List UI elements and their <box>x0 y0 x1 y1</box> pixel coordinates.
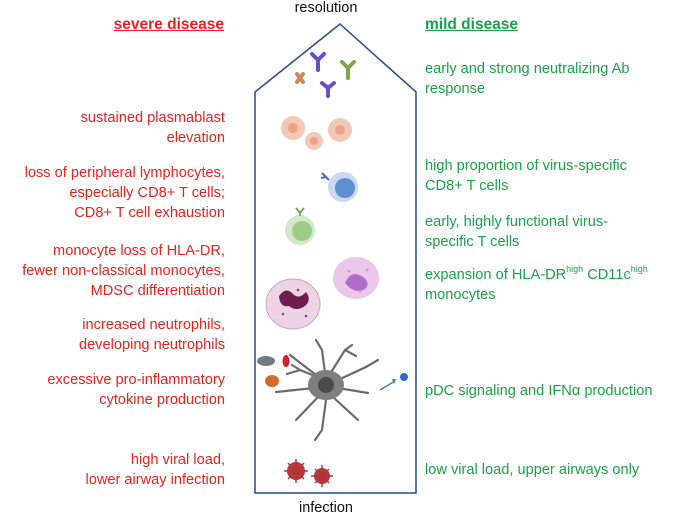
severe-item-lymphocytes: loss of peripheral lymphocytes, especial… <box>25 163 225 223</box>
cd8-t-cell <box>320 172 358 202</box>
mild-line: early, highly functional virus- <box>425 214 609 230</box>
superscript: high <box>566 264 584 275</box>
severe-line: sustained plasmablast <box>80 110 225 126</box>
severe-line: monocyte loss of HLA-DR, <box>53 243 225 259</box>
mild-text: CD11c <box>583 267 631 283</box>
mild-line: response <box>425 81 486 97</box>
mild-line: pDC signaling and IFNα production <box>425 383 653 399</box>
severe-line: especially CD8+ T cells; <box>69 185 225 201</box>
neutrophil-cell <box>265 278 321 330</box>
severe-line: fewer non-classical monocytes, <box>22 263 225 279</box>
mild-line: CD8+ T cells <box>425 178 509 194</box>
pdc-nucleus <box>318 377 334 393</box>
severe-line: high viral load, <box>130 452 225 468</box>
plasmablast-cells <box>281 116 352 150</box>
monocyte-cell <box>333 257 379 299</box>
severe-line: loss of peripheral lymphocytes, <box>24 165 225 181</box>
mild-item-antibody: early and strong neutralizing Ab respons… <box>425 59 629 99</box>
severe-item-plasmablast: sustained plasmablast elevation <box>81 108 225 148</box>
superscript: high <box>630 264 648 275</box>
severe-line: CD8+ T cell exhaustion <box>74 205 225 221</box>
mild-item-monocytes: expansion of HLA-DRhigh CD11chigh monocy… <box>425 265 648 305</box>
severe-item-neutrophils: increased neutrophils, developing neutro… <box>79 315 225 355</box>
severe-item-cytokines: excessive pro-inflammatory cytokine prod… <box>47 370 225 410</box>
mild-line: high proportion of virus-specific <box>425 158 627 174</box>
severe-line: increased neutrophils, <box>82 317 225 333</box>
severe-item-monocytes: monocyte loss of HLA-DR, fewer non-class… <box>22 241 225 301</box>
severe-line: cytokine production <box>99 392 225 408</box>
severe-disease-header: severe disease <box>113 16 224 33</box>
axis-top-label: resolution <box>294 0 358 16</box>
mild-item-t-cells: early, highly functional virus- specific… <box>425 212 608 252</box>
mild-line: expansion of HLA-DRhigh CD11chigh <box>425 265 648 285</box>
mild-line: early and strong neutralizing Ab <box>425 61 630 77</box>
severe-line: lower airway infection <box>85 472 225 488</box>
mild-text: expansion of HLA-DR <box>425 267 567 283</box>
mild-line: specific T cells <box>425 234 520 250</box>
mild-disease-header: mild disease <box>425 16 519 33</box>
axis-bottom-label: infection <box>298 500 353 516</box>
mild-line: low viral load, upper airways only <box>425 462 640 478</box>
mild-item-cd8: high proportion of virus-specific CD8+ T… <box>425 156 627 196</box>
progression-outline <box>254 23 417 494</box>
mild-line: monocytes <box>425 287 496 303</box>
ifn-arrow <box>379 373 408 391</box>
severe-line: excessive pro-inflammatory <box>47 372 225 388</box>
severe-line: developing neutrophils <box>78 337 225 353</box>
cytokine-shapes <box>257 355 290 387</box>
severe-line: MDSC differentiation <box>90 283 225 299</box>
antibody-icons <box>295 52 356 98</box>
mild-item-viral-load: low viral load, upper airways only <box>425 460 639 480</box>
t-cell-green <box>285 207 315 245</box>
severe-line: elevation <box>166 130 225 146</box>
mild-item-pdc: pDC signaling and IFNα production <box>425 381 652 401</box>
virus-particles <box>284 459 333 487</box>
severe-item-viral-load: high viral load, lower airway infection <box>85 450 225 490</box>
